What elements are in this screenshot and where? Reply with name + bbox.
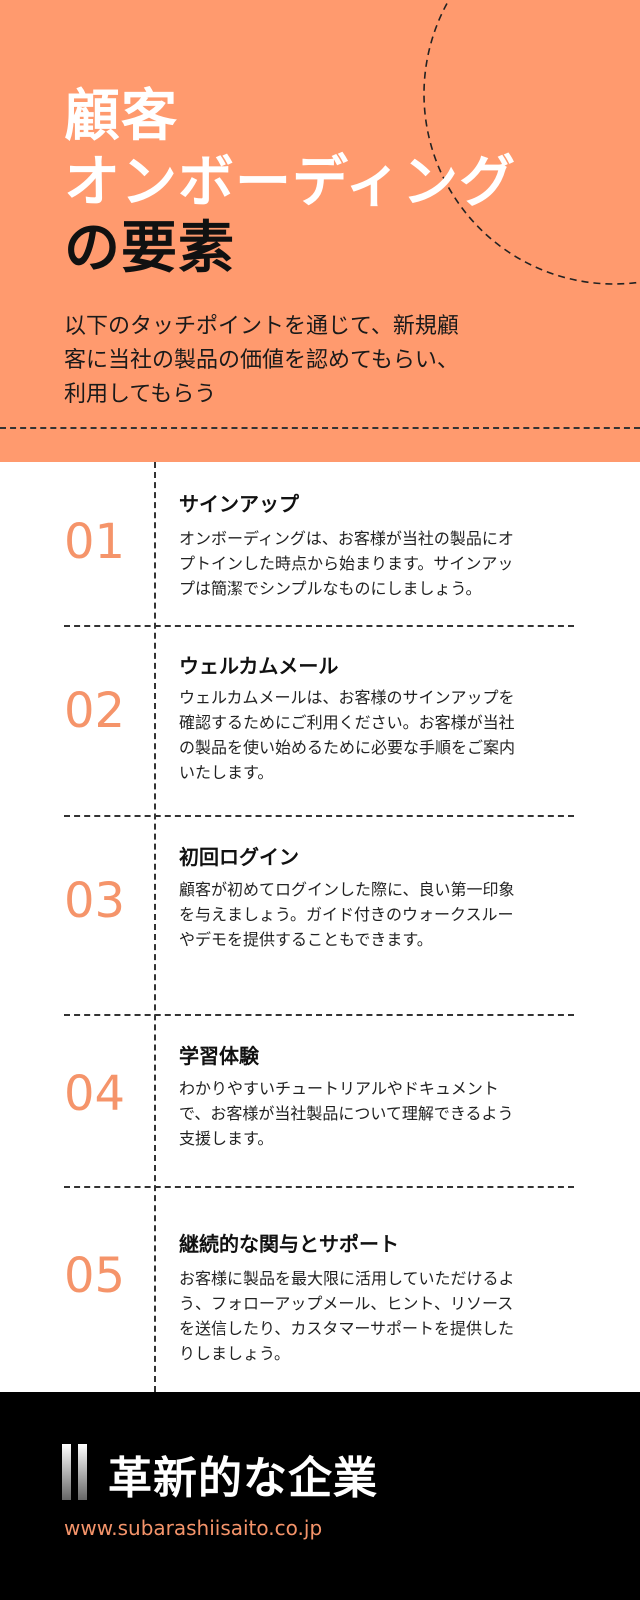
step-description-line: プトインした時点から始まります。サインアッ (179, 554, 514, 573)
brand-logo-icon (62, 1444, 94, 1500)
step-description-line: 支援します。 (179, 1129, 274, 1148)
step-description: ウェルカムメールは、お客様のサインアップを 確認するためにご利用ください。お客様… (179, 685, 569, 785)
step-description: わかりやすいチュートリアルやドキュメント で、お客様が当社製品について理解できる… (179, 1076, 569, 1151)
step-number: 01 (64, 514, 126, 570)
step-number: 02 (64, 683, 126, 739)
step-description-line: りしましょう。 (179, 1344, 291, 1363)
website-link[interactable]: www.subarashiisaito.co.jp (64, 1516, 323, 1540)
title-line-3: の要素 (64, 216, 235, 281)
step-heading: 継続的な関与とサポート (179, 1232, 399, 1256)
title-line-1: 顧客 (64, 84, 178, 149)
steps-section: 01 サインアップ オンボーディングは、お客様が当社の製品にオ プトインした時点… (0, 462, 640, 1392)
brand-name: 革新的な企業 (108, 1453, 378, 1504)
step-number: 04 (64, 1066, 126, 1122)
step-description-line: う、フォローアップメール、ヒント、リソース (179, 1294, 514, 1313)
step-description: 顧客が初めてログインした際に、良い第一印象 を与えましょう。ガイド付きのウォーク… (179, 877, 569, 952)
step-description-line: 確認するためにご利用ください。お客様が当社 (179, 713, 515, 732)
step-heading: ウェルカムメール (179, 654, 339, 678)
step-heading: 初回ログイン (179, 845, 299, 869)
step-description-line: を与えましょう。ガイド付きのウォークスルー (179, 905, 514, 924)
step-description-line: お客様に製品を最大限に活用していただけるよ (179, 1269, 515, 1288)
vertical-divider (154, 462, 156, 1392)
step-divider (64, 625, 574, 627)
step-description-line: オンボーディングは、お客様が当社の製品にオ (179, 529, 514, 548)
subtitle-line-1: 以下のタッチポイントを通じて、新規顧 (64, 314, 459, 339)
page-title: 顧客 オンボーディング の要素 (64, 84, 516, 282)
hero-divider (0, 427, 640, 429)
subtitle-line-3: 利用してもらう (64, 382, 217, 407)
step-description-line: ウェルカムメールは、お客様のサインアップを (179, 688, 515, 707)
step-description-line: いたします。 (179, 763, 274, 782)
subtitle: 以下のタッチポイントを通じて、新規顧 客に当社の製品の価値を認めてもらい、 利用… (64, 310, 534, 412)
step-description-line: の製品を使い始めるために必要な手順をご案内 (179, 738, 516, 757)
step-description-line: やデモを提供することもできます。 (179, 930, 433, 949)
step-divider (64, 815, 574, 817)
step-divider (64, 1014, 574, 1016)
step-description-line: わかりやすいチュートリアルやドキュメント (179, 1079, 499, 1098)
step-description-line: を送信したり、カスタマーサポートを提供した (179, 1319, 515, 1338)
step-number: 05 (64, 1248, 126, 1304)
hero-banner: 顧客 オンボーディング の要素 以下のタッチポイントを通じて、新規顧 客に当社の… (0, 0, 640, 462)
step-divider (64, 1186, 574, 1188)
step-heading: 学習体験 (179, 1044, 259, 1068)
step-description-line: で、お客様が当社製品について理解できるよう (179, 1104, 514, 1123)
step-description: お客様に製品を最大限に活用していただけるよ う、フォローアップメール、ヒント、リ… (179, 1266, 569, 1366)
step-description-line: 顧客が初めてログインした際に、良い第一印象 (179, 880, 515, 899)
step-number: 03 (64, 873, 126, 929)
step-description-line: プは簡潔でシンプルなものにしましょう。 (179, 579, 482, 598)
step-heading: サインアップ (179, 492, 299, 516)
subtitle-line-2: 客に当社の製品の価値を認めてもらい、 (64, 348, 459, 373)
footer: 革新的な企業 www.subarashiisaito.co.jp (0, 1392, 640, 1600)
step-description: オンボーディングは、お客様が当社の製品にオ プトインした時点から始まります。サイ… (179, 526, 569, 601)
title-line-2: オンボーディング (64, 150, 517, 215)
